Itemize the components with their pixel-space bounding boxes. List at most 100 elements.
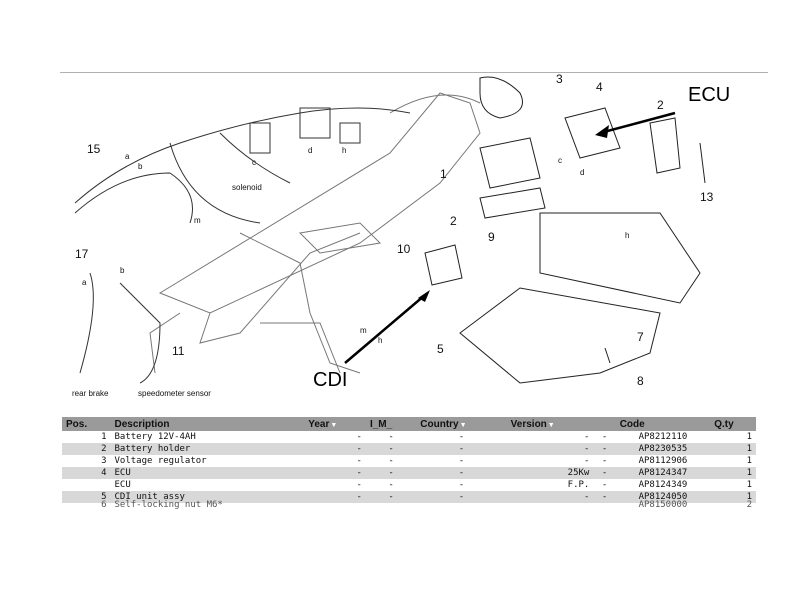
cell-im: -	[388, 432, 394, 442]
table-row[interactable]: 2 Battery holder - - - - - AP8230535 1	[62, 443, 756, 455]
label-17: 17	[75, 247, 89, 261]
wire-a2: a	[82, 278, 87, 287]
col-version[interactable]: Version▼	[506, 417, 594, 431]
wire-a: a	[125, 152, 130, 161]
wire-h2: h	[625, 231, 629, 240]
col-qty[interactable]: Q.ty	[710, 417, 756, 431]
cell-im	[366, 503, 416, 507]
cell-pos: 2	[62, 443, 111, 455]
cell-version: -	[506, 491, 594, 503]
table-row[interactable]: 3 Voltage regulator - - - - - AP8112906 …	[62, 455, 756, 467]
col-im[interactable]: I_M_	[365, 417, 417, 431]
cell-year: -	[304, 491, 366, 503]
cell-version: F.P.	[567, 480, 590, 490]
wire-m2: m	[360, 326, 367, 335]
cell-version	[507, 503, 594, 507]
cell-year: -	[356, 480, 362, 490]
cell-year: -	[356, 432, 362, 442]
label-1: 1	[440, 167, 447, 181]
cell-desc: Self-locking nut M6*	[114, 500, 223, 510]
label-2b: 2	[657, 98, 664, 112]
label-4: 4	[596, 80, 603, 94]
cell-pos	[62, 479, 110, 491]
cell-qty: 1	[710, 443, 756, 455]
label-8: 8	[637, 374, 644, 388]
frame-drawing	[149, 92, 481, 374]
cell-country: -	[416, 443, 507, 455]
cell-code: AP8212110	[638, 432, 688, 442]
col-extra	[593, 417, 616, 431]
cell-country: -	[458, 480, 465, 490]
table-row[interactable]: ECU - - - F.P. - AP8124349 1	[62, 479, 756, 491]
cell-country: -	[458, 456, 465, 466]
wiring-harness	[74, 107, 411, 384]
cell-pos: 4	[62, 467, 111, 479]
parts-diagram: 15 17 11 10 9 5 1 2 3 4 2 13 7 8 a b c d…	[72, 72, 714, 398]
cell-qty: 1	[746, 480, 752, 490]
label-2a: 2	[450, 214, 457, 228]
cell-code: AP8112906	[638, 456, 688, 466]
cell-country: -	[458, 432, 465, 442]
table-row[interactable]: 6 Self-locking nut M6* AP8150000 2	[62, 500, 756, 510]
cell-version: 25Kw	[506, 467, 594, 479]
speedo-label: speedometer sensor	[138, 389, 211, 398]
cell-desc: Battery 12V-4AH	[114, 432, 196, 442]
col-country[interactable]: Country▼	[416, 417, 507, 431]
cell-pos: 5	[62, 491, 111, 503]
sort-icon[interactable]: ▼	[459, 421, 467, 429]
col-pos[interactable]: Pos.	[62, 417, 111, 431]
table-header: Pos. Description Year▼ I_M_ Country▼ Ver…	[62, 417, 756, 431]
cell-year	[304, 503, 366, 507]
cell-im: -	[388, 480, 394, 490]
parts-table: Pos. Description Year▼ I_M_ Country▼ Ver…	[62, 417, 756, 510]
label-3: 3	[556, 72, 563, 86]
solenoid-label: solenoid	[232, 183, 262, 192]
wire-b2: b	[120, 266, 125, 275]
cell-version: -	[506, 443, 594, 455]
cell-code: AP8150000	[638, 500, 688, 510]
table-row[interactable]: 5 CDI unit assy - - - - - AP8124050 1	[62, 491, 756, 503]
sort-icon[interactable]: ▼	[330, 421, 338, 429]
cell-extra	[593, 503, 615, 507]
cell-version: -	[583, 456, 590, 466]
label-15: 15	[87, 142, 101, 156]
cell-code: AP8124349	[638, 480, 688, 490]
cell-code: AP8124050	[615, 491, 711, 503]
cell-qty: 2	[746, 500, 752, 510]
callout-arrows	[344, 111, 676, 364]
cell-pos: 6	[101, 500, 107, 510]
sort-icon[interactable]: ▼	[547, 421, 555, 429]
cell-code: AP8230535	[615, 443, 711, 455]
wire-h: h	[342, 146, 346, 155]
label-5: 5	[437, 342, 444, 356]
cell-extra: -	[593, 467, 616, 479]
diagram-frame	[60, 72, 768, 513]
table-row[interactable]: 4 ECU - - - 25Kw - AP8124347 1	[62, 467, 756, 479]
col-code[interactable]: Code	[615, 417, 711, 431]
cell-im: -	[388, 456, 394, 466]
cell-version: -	[583, 432, 590, 442]
wire-c: c	[252, 158, 256, 167]
cell-qty: 1	[746, 456, 752, 466]
label-11: 11	[172, 344, 185, 358]
cell-pos: 1	[101, 432, 107, 442]
cell-code: AP8124347	[615, 467, 711, 479]
cell-im: -	[365, 467, 417, 479]
col-year[interactable]: Year▼	[304, 417, 366, 431]
cell-desc: ECU	[110, 467, 305, 479]
components	[424, 76, 706, 384]
cell-qty: 1	[710, 467, 756, 479]
cell-year: -	[304, 443, 366, 455]
col-description[interactable]: Description	[110, 417, 305, 431]
wire-d: d	[308, 146, 312, 155]
cell-im: -	[365, 443, 417, 455]
rear-brake-label: rear brake	[72, 389, 109, 398]
table-row[interactable]: 1 Battery 12V-4AH - - - - - AP8212110 1	[62, 431, 756, 443]
cell-year: -	[304, 467, 366, 479]
wire-c2: c	[558, 156, 562, 165]
cell-extra: -	[601, 456, 608, 466]
cell-desc: ECU	[114, 480, 131, 490]
cell-extra: -	[601, 432, 608, 442]
label-9: 9	[488, 230, 495, 244]
cell-country: -	[416, 467, 507, 479]
